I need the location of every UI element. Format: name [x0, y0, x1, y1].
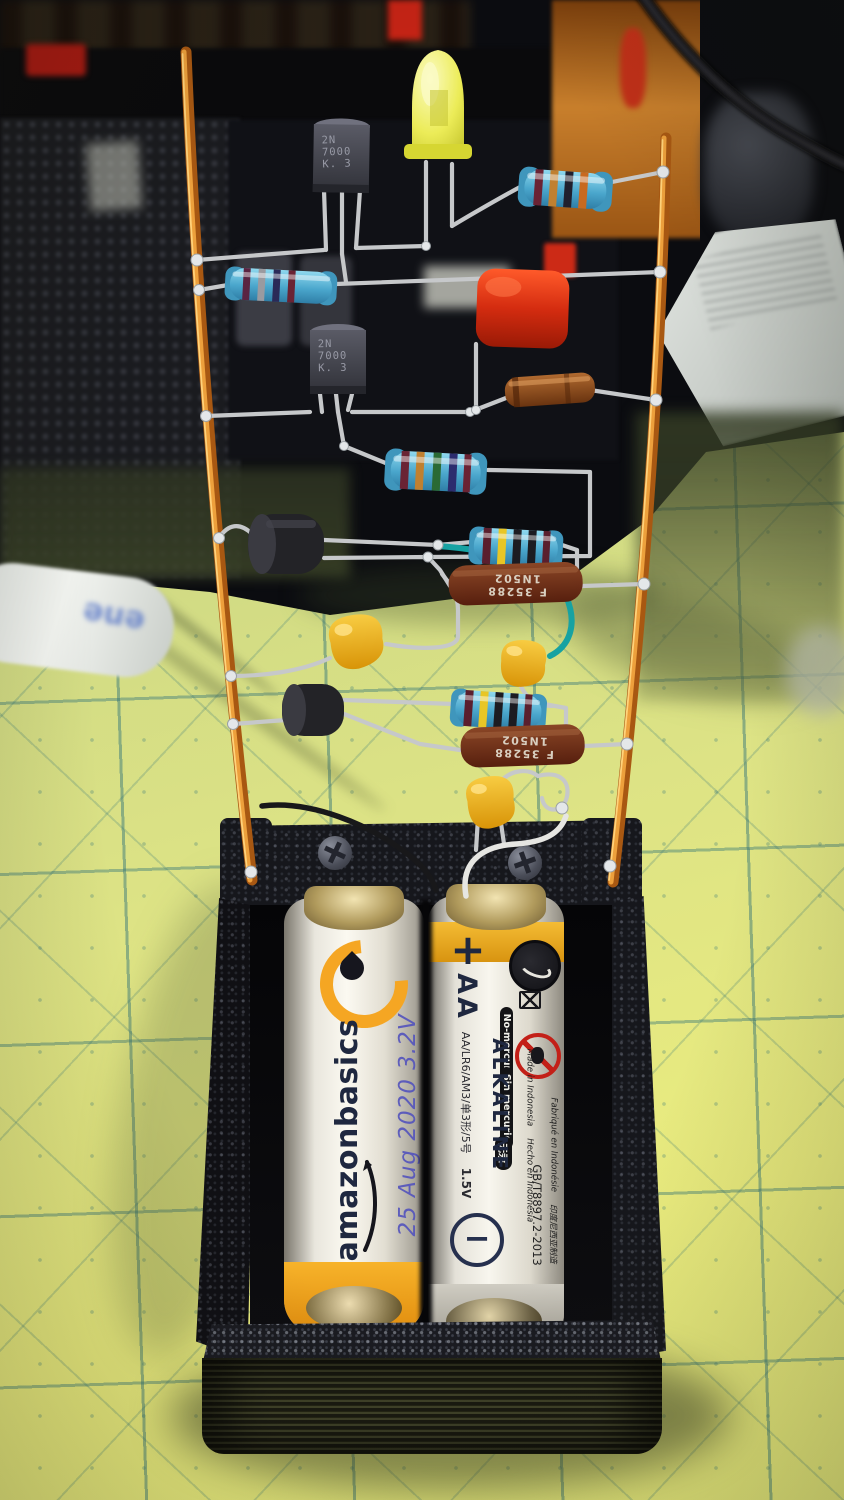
- battery-left-bottom-contact: [306, 1286, 402, 1330]
- white-wire: [462, 813, 569, 899]
- dipped-capacitor-c4: [466, 776, 515, 829]
- flame-blob: [531, 1047, 544, 1064]
- red-sticker-mark: [388, 0, 422, 40]
- silver-wires: [194, 159, 666, 853]
- diode-d3-marking: F 35288 1N502: [493, 733, 555, 762]
- transistor-q2-marking: 2N 7000 K. 3: [317, 338, 348, 375]
- transistor-q1: [312, 118, 370, 193]
- diode-d2: [448, 561, 583, 606]
- diode-d2-marking: F 35288 1N502: [486, 571, 548, 599]
- diode-d1: [504, 372, 595, 408]
- resistor-r1: [517, 166, 613, 212]
- transistor-q3-rear: [248, 514, 324, 574]
- power-cable: [637, 0, 844, 172]
- resistor-r2: [224, 266, 338, 306]
- black-wire: [259, 802, 439, 893]
- copper-rod-left: [180, 46, 258, 886]
- battery-gap-shadow: [420, 900, 432, 1330]
- red-hook-mark: [620, 28, 646, 108]
- transistor-q1-marking: 2N 7000 K. 3: [321, 134, 352, 171]
- transistor-q4-rear: [282, 684, 344, 736]
- case-back-collar: [228, 820, 640, 908]
- no-flame-crossed-icon: [515, 1033, 561, 1079]
- solder-joints: [190, 165, 670, 879]
- led-yellow: [404, 50, 472, 159]
- workbench-background: [0, 0, 844, 615]
- light-blob-right: [786, 626, 844, 716]
- plus-symbol: +: [450, 924, 486, 974]
- brand-logo-blob-icon: [509, 940, 561, 992]
- minus-circle-icon: −: [450, 1213, 504, 1267]
- case-front-face: [202, 1358, 662, 1454]
- film-capacitor-red: [475, 268, 570, 349]
- dipped-capacitor-c3: [500, 640, 547, 687]
- dipped-capacitor-c2: [328, 614, 384, 670]
- resistor-r5: [449, 688, 548, 732]
- red-power-button: [26, 44, 86, 76]
- battery-right-plus: +: [448, 924, 488, 974]
- diode-d3: [460, 724, 585, 768]
- transistor-q2: [310, 324, 366, 394]
- resistor-r3: [384, 448, 488, 495]
- minus-symbol: −: [463, 1219, 491, 1257]
- copper-rod-right: [607, 132, 672, 888]
- battery-left-top-contact: [304, 886, 404, 930]
- resistor-r4: [468, 526, 564, 569]
- battery-left-amazonbasics: amazonbasics 25 Aug 2020 3.2V: [284, 898, 424, 1334]
- screw-right: [508, 846, 542, 880]
- screw-left: [318, 836, 352, 870]
